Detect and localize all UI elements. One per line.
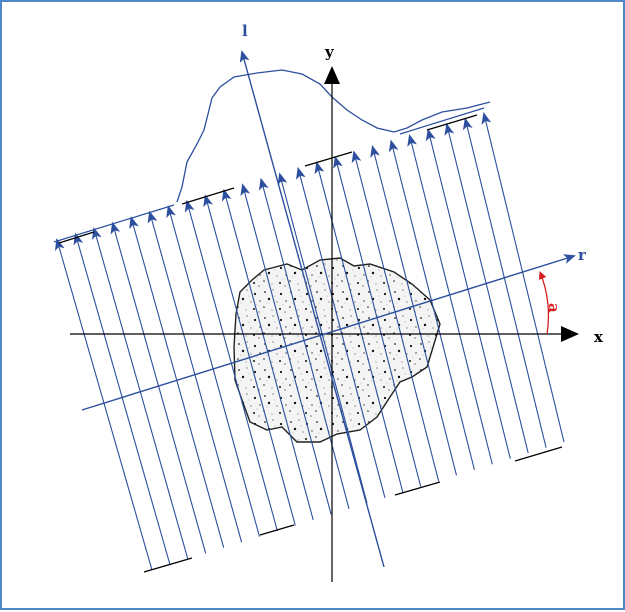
projection-ray [481, 112, 565, 443]
l-axis [239, 50, 385, 568]
projection-ray [258, 177, 350, 509]
projection-ray [54, 238, 153, 571]
axis-label-r: r [578, 246, 587, 264]
axis-label-x: x [594, 328, 604, 346]
axis-label-y: y [324, 43, 335, 61]
projection-ray [333, 155, 422, 487]
r-axis [81, 254, 576, 411]
projection-ray [351, 150, 440, 482]
projection-ray [92, 227, 189, 560]
projection-ray [462, 117, 547, 448]
object-region [233, 257, 441, 443]
projection-ray [129, 216, 225, 548]
projection-ray [240, 183, 332, 515]
projection-ray [184, 199, 278, 532]
projection-ray [110, 221, 207, 554]
projection-ray [425, 128, 511, 459]
projection-ray [296, 166, 386, 498]
projection-ray [166, 205, 261, 537]
projection-ray [444, 123, 529, 454]
projection-ray [388, 139, 475, 470]
projection-rays [54, 112, 565, 571]
projection-profile-curve [176, 69, 491, 203]
projection-ray [314, 161, 404, 493]
angle-label: a [545, 303, 563, 313]
axis-label-l: l [242, 22, 248, 40]
projection-ray [203, 194, 296, 526]
projection-ray [221, 188, 314, 521]
projection-ray [73, 232, 171, 565]
projection-ray [147, 210, 243, 543]
projection-ray [407, 133, 493, 465]
projection-ray [277, 172, 368, 504]
angle-arc [538, 271, 550, 335]
projection-ray [370, 144, 458, 476]
ray-end-ticks [58, 114, 563, 573]
projection-baseline [53, 107, 485, 243]
